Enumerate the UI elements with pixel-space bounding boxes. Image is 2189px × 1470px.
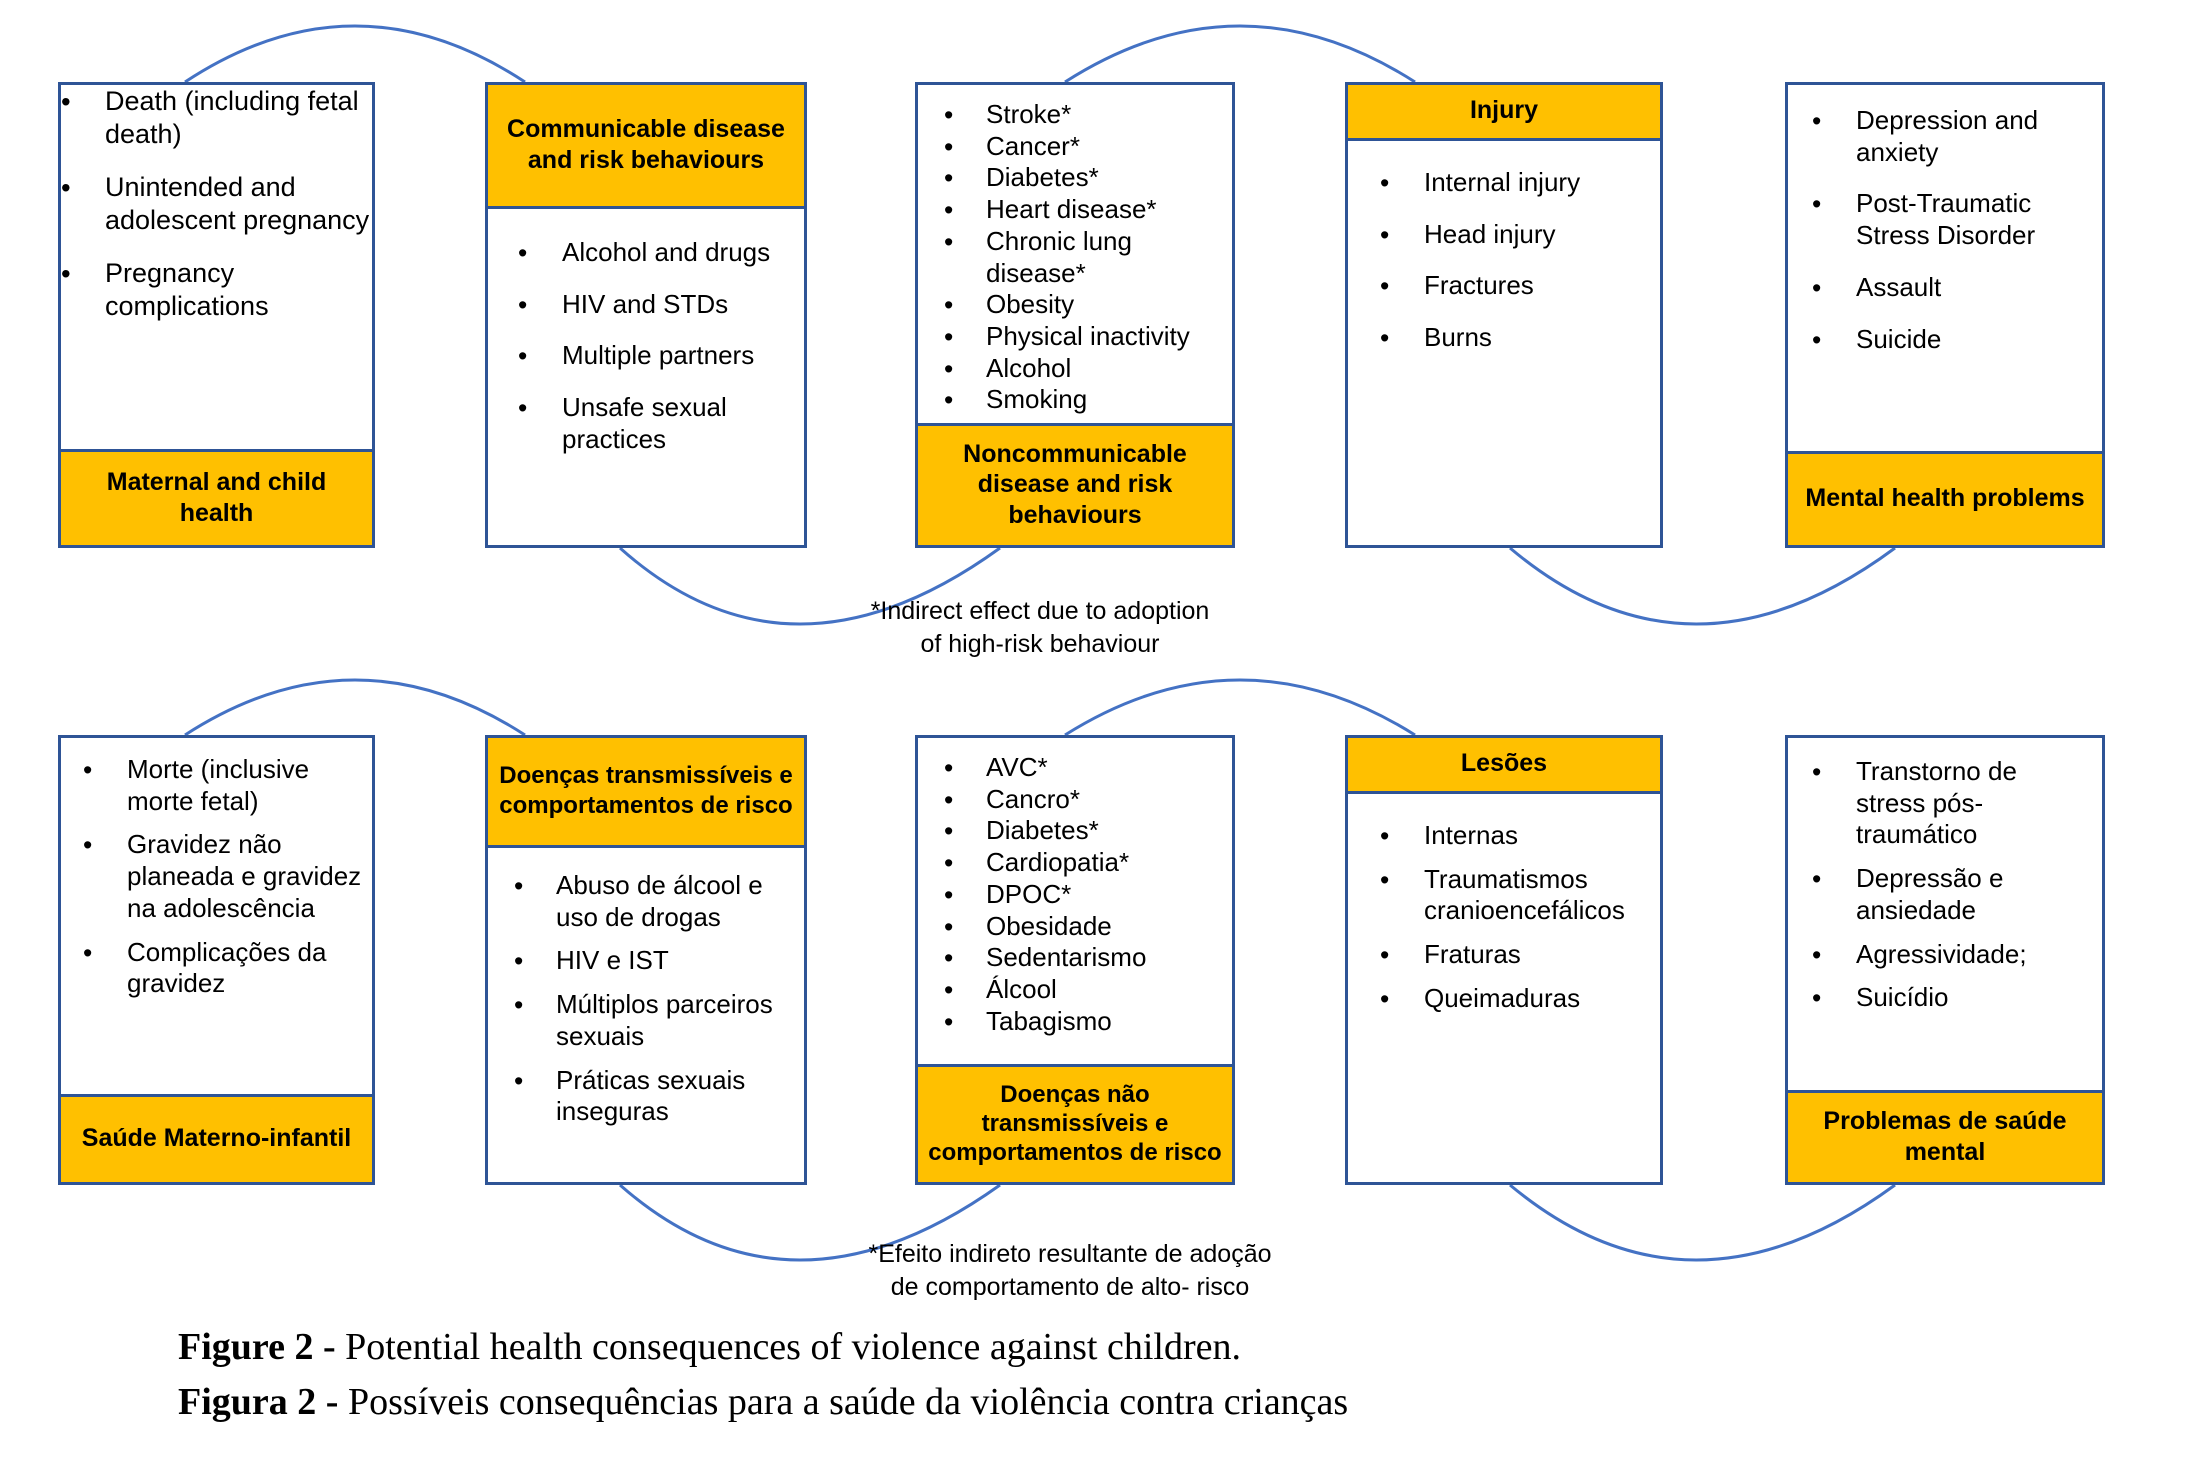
arc-en-bottom-4-5 [1509,546,1896,626]
list-item: DPOC* [944,879,1226,911]
figure-caption: Figure 2 - Potential health consequences… [0,1320,2189,1430]
item-list-problemas-de-saude-mental: Transtorno de stress pós-traumático Depr… [1788,738,2102,1090]
item-list-doencas-nao-transmissiveis-e-comportamentos-de-risco: AVC* Cancro* Diabetes* Cardiopatia* DPOC… [918,738,1232,1064]
box-header-maternal-and-child-health: Maternal and child health [61,449,372,545]
list-item: Diabetes* [944,815,1226,847]
list-item: Cancer* [944,131,1226,163]
box-doencas-nao-transmissiveis-e-comportamentos-de-risco[interactable]: AVC* Cancro* Diabetes* Cardiopatia* DPOC… [915,735,1235,1185]
box-header-communicable-disease-and-risk-behaviours: Communicable disease and risk behaviours [488,85,804,209]
list-item: Chronic lung disease* [944,226,1226,289]
list-item: Fraturas [1380,939,1650,971]
list-item: Gravidez não planeada e gravidez na adol… [83,829,362,924]
list-item: Burns [1380,322,1650,354]
item-list-doencas-transmissiveis-e-comportamentos-de-risco: Abuso de álcool e uso de drogas HIV e IS… [488,848,804,1182]
list-item: Morte (inclusive morte fetal) [83,754,362,817]
caption-label-english: Figure 2 - [178,1326,336,1368]
list-item: Cancro* [944,784,1226,816]
list-item: Suicide [1812,324,2092,356]
list-item: AVC* [944,752,1226,784]
list-item: Múltiplos parceiros sexuais [514,989,794,1052]
caption-label-portuguese: Figura 2 - [178,1381,339,1424]
list-item: Práticas sexuais inseguras [514,1065,794,1128]
list-item: Assault [1812,272,2092,304]
box-header-mental-health-problems: Mental health problems [1788,451,2102,545]
list-item: Queimaduras [1380,983,1650,1015]
box-mental-health-problems[interactable]: Depression and anxiety Post-Traumatic St… [1785,82,2105,548]
box-injury[interactable]: Injury Internal injury Head injury Fract… [1345,82,1663,548]
list-item: Stroke* [944,99,1226,131]
list-item: Depressão e ansiedade [1812,863,2092,926]
arc-en-top-1-2 [184,24,526,84]
box-problemas-de-saude-mental[interactable]: Transtorno de stress pós-traumático Depr… [1785,735,2105,1185]
list-item: Abuso de álcool e uso de drogas [514,870,794,933]
box-doencas-transmissiveis-e-comportamentos-de-risco[interactable]: Doenças transmissíveis e comportamentos … [485,735,807,1185]
list-item: Post-Traumatic Stress Disorder [1812,188,2092,251]
item-list-lesoes: Internas Traumatismos cranioencefálicos … [1348,794,1660,1182]
caption-text-english: Potential health consequences of violenc… [335,1326,1241,1368]
item-list-injury: Internal injury Head injury Fractures Bu… [1348,141,1660,545]
arc-pt-bottom-4-5 [1509,1183,1896,1262]
list-item: Fractures [1380,270,1650,302]
list-item: Depression and anxiety [1812,105,2092,168]
item-list-mental-health-problems: Depression and anxiety Post-Traumatic St… [1788,85,2102,451]
box-noncommunicable-disease-and-risk-behaviours[interactable]: Stroke* Cancer* Diabetes* Heart disease*… [915,82,1235,548]
box-header-saude-materno-infantil: Saúde Materno-infantil [61,1094,372,1182]
list-item: Obesity [944,289,1226,321]
list-item: Sedentarismo [944,942,1226,974]
list-item: HIV e IST [514,945,794,977]
box-maternal-and-child-health[interactable]: Death (including fetal death) Unintended… [58,82,375,548]
box-lesoes[interactable]: Lesões Internas Traumatismos cranioencef… [1345,735,1663,1185]
list-item: Physical inactivity [944,321,1226,353]
caption-line-portuguese: Figura 2 - Possíveis consequências para … [0,1375,2189,1430]
box-header-injury: Injury [1348,85,1660,141]
box-saude-materno-infantil[interactable]: Morte (inclusive morte fetal) Gravidez n… [58,735,375,1185]
list-item: Álcool [944,974,1226,1006]
list-item: Unsafe sexual practices [518,392,794,455]
list-item: Death (including fetal death) [61,85,372,151]
box-header-lesoes: Lesões [1348,738,1660,794]
list-item: Diabetes* [944,162,1226,194]
list-item: Internas [1380,820,1650,852]
item-list-saude-materno-infantil: Morte (inclusive morte fetal) Gravidez n… [61,738,372,1094]
footnote-english: *Indirect effect due to adoption of high… [870,597,1210,658]
list-item: Multiple partners [518,340,794,372]
item-list-maternal-and-child-health: Death (including fetal death) Unintended… [61,85,372,449]
list-item: Complicações da gravidez [83,937,362,1000]
box-communicable-disease-and-risk-behaviours[interactable]: Communicable disease and risk behaviours… [485,82,807,548]
item-list-noncommunicable-disease-and-risk-behaviours: Stroke* Cancer* Diabetes* Heart disease*… [918,85,1232,423]
list-item: Traumatismos cranioencefálicos [1380,864,1650,927]
list-item: HIV and STDs [518,289,794,321]
list-item: Heart disease* [944,194,1226,226]
list-item: Alcohol and drugs [518,237,794,269]
box-header-noncommunicable-disease-and-risk-behaviours: Noncommunicable disease and risk behavio… [918,423,1232,545]
box-header-doencas-transmissiveis-e-comportamentos-de-risco: Doenças transmissíveis e comportamentos … [488,738,804,848]
box-header-problemas-de-saude-mental: Problemas de saúde mental [1788,1090,2102,1182]
list-item: Cardiopatia* [944,847,1226,879]
list-item: Tabagismo [944,1006,1226,1038]
list-item: Head injury [1380,219,1650,251]
list-item: Pregnancy complications [61,257,372,323]
item-list-communicable-disease-and-risk-behaviours: Alcohol and drugs HIV and STDs Multiple … [488,209,804,545]
arc-en-top-3-4 [1064,24,1416,84]
list-item: Alcohol [944,353,1226,385]
list-item: Agressividade; [1812,939,2092,971]
box-header-doencas-nao-transmissiveis-e-comportamentos-de-risco: Doenças não transmissíveis e comportamen… [918,1064,1232,1182]
arc-pt-top-1-2 [184,678,526,737]
list-item: Transtorno de stress pós-traumático [1812,756,2092,851]
list-item: Suicídio [1812,982,2092,1014]
list-item: Internal injury [1380,167,1650,199]
arc-pt-top-3-4 [1064,678,1416,737]
list-item: Unintended and adolescent pregnancy [61,171,372,237]
list-item: Obesidade [944,911,1226,943]
caption-text-portuguese: Possíveis consequências para a saúde da … [338,1381,1349,1424]
footnote-portuguese: *Efeito indireto resultante de adoção de… [868,1240,1272,1301]
caption-line-english: Figure 2 - Potential health consequences… [0,1320,2189,1375]
list-item: Smoking [944,384,1226,416]
